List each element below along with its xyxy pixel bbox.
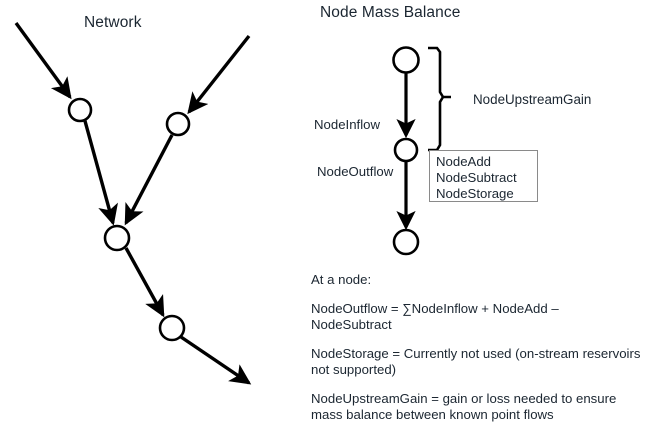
label-node-outflow: NodeOutflow [317, 164, 394, 179]
notes-block: At a node: NodeOutflow = ∑NodeInflow + N… [311, 272, 641, 424]
arrow-right-node-to-junction [124, 134, 174, 226]
arrow-inflow-from-top-right [187, 34, 251, 115]
node-upstream [392, 46, 420, 74]
network-nodes [67, 97, 191, 342]
node-upper-left [67, 97, 93, 123]
node-downstream [392, 228, 420, 256]
terms-box: NodeAdd NodeSubtract NodeStorage [429, 150, 538, 202]
label-node-upstream-gain: NodeUpstreamGain [473, 92, 592, 107]
arrow-lower-node-outflow [180, 335, 252, 385]
terms-box-item-node-storage: NodeStorage [436, 186, 514, 201]
notes-equation-outflow: NodeOutflow = ∑NodeInflow + NodeAdd – No… [311, 300, 559, 333]
node-lower [158, 314, 186, 342]
network-panel-title: Network [84, 14, 142, 31]
node-upper-right [165, 111, 191, 137]
mass-balance-nodes [392, 46, 420, 256]
arrow-left-node-to-junction [83, 120, 118, 226]
node-subject [393, 137, 419, 163]
network-arrows [14, 21, 252, 385]
notes-equation-upstream-gain: NodeUpstreamGain = gain or loss needed t… [311, 390, 617, 423]
mass-balance-panel-title: Node Mass Balance [320, 4, 461, 21]
node-junction [103, 224, 131, 252]
notes-equation-storage: NodeStorage = Currently not used (on-str… [311, 345, 641, 378]
terms-box-item-node-add: NodeAdd [436, 154, 491, 169]
arrow-junction-to-lower-node [124, 247, 165, 318]
upstream-gain-brace-icon [428, 46, 451, 152]
notes-heading: At a node: [311, 272, 372, 287]
label-node-inflow: NodeInflow [314, 117, 380, 132]
terms-box-item-node-subtract: NodeSubtract [436, 170, 517, 185]
arrow-inflow-from-top-left [14, 21, 72, 100]
